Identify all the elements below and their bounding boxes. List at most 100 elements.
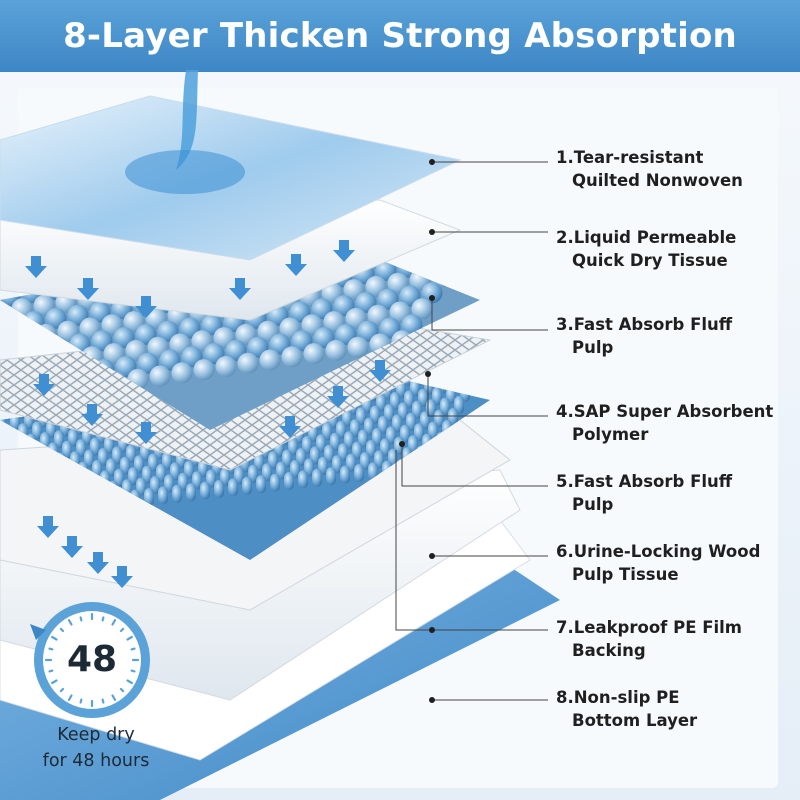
down-arrow-icon [37, 516, 59, 538]
layer-label-2-line2: Quick Dry Tissue [572, 251, 728, 270]
sap-cell [0, 414, 6, 433]
bead [193, 359, 215, 381]
bead [35, 323, 57, 345]
bead [325, 339, 347, 361]
down-arrow-icon [81, 404, 103, 426]
sap-cell [452, 373, 462, 392]
layer-label-4-line2: Polymer [572, 425, 649, 444]
layer-label-3: 3.Fast Absorb Fluff Pulp [556, 313, 786, 359]
leader-line-4 [427, 374, 548, 417]
dial-tick [119, 687, 125, 693]
down-arrow-icon [25, 256, 47, 278]
bead [281, 346, 303, 368]
sap-cell [490, 324, 500, 342]
sap-cell [144, 488, 154, 506]
layer-label-5-line2: Pulp [572, 495, 614, 514]
dial-tick [111, 694, 117, 701]
leader-line-7 [395, 450, 548, 631]
bead [0, 330, 13, 352]
sap-cell [242, 476, 252, 495]
dial-tick [126, 679, 133, 685]
sap-cell [368, 462, 378, 481]
bead [215, 355, 237, 377]
layer-label-3-line2: Pulp [572, 338, 614, 357]
down-arrow-icon [327, 386, 349, 408]
bead [0, 317, 1, 339]
sap-cell [172, 484, 182, 503]
leader-dot-5 [399, 441, 405, 447]
clock-dial-icon [44, 612, 140, 708]
layer-label-6-line1: 6.Urine-Locking Wood [556, 542, 761, 561]
down-arrow-icon [111, 566, 133, 588]
dial-tick [119, 627, 125, 633]
leader-dot-2 [429, 229, 435, 235]
layer-label-3-line1: 3.Fast Absorb Fluff [556, 315, 733, 334]
title-banner [0, 0, 800, 72]
badge-number: 48 [66, 639, 118, 680]
bead [401, 314, 423, 336]
down-arrow-icon [333, 240, 355, 262]
layer-label-6-line2: Pulp Tissue [572, 565, 679, 584]
dial-tick [126, 635, 133, 641]
sap-cell [18, 423, 28, 442]
down-arrow-icon [33, 374, 55, 396]
bead [462, 218, 483, 239]
dial-tick [48, 647, 54, 651]
down-arrow-icon [369, 360, 391, 382]
layer-label-2: 2.Liquid Permeable Quick Dry Tissue [556, 226, 786, 272]
dial-tick [48, 669, 54, 673]
sap-cell [228, 478, 238, 497]
sap-cell [256, 475, 266, 494]
leader-line-3 [431, 298, 548, 331]
sap-cell [186, 483, 196, 502]
water-stream [176, 70, 198, 170]
flow-arrows [25, 240, 391, 588]
keep-dry-caption: Keep dry for 48 hours [22, 722, 170, 774]
dial-tick [51, 679, 58, 685]
layer-label-8: 8.Non-slip PE Bottom Layer [556, 686, 786, 732]
dial-tick [79, 698, 83, 704]
dial-tick [67, 619, 73, 626]
sap-cell [472, 370, 482, 378]
bead [23, 311, 45, 333]
leader-dot-1 [429, 159, 435, 165]
layer-label-5-line1: 5.Fast Absorb Fluff [556, 472, 733, 491]
sap-cell [200, 481, 210, 500]
down-arrow-icon [77, 278, 99, 300]
bead [237, 352, 259, 374]
down-arrow-icon [279, 416, 301, 438]
leader-dot-3 [429, 295, 435, 301]
bead [171, 362, 193, 384]
bead [450, 206, 471, 227]
keep-dry-line-1: Keep dry [57, 725, 135, 745]
leader-dot-6 [429, 553, 435, 559]
badge-arrow-icon [30, 624, 46, 640]
bead [149, 365, 171, 387]
bead [411, 298, 433, 320]
dial-tick [67, 694, 73, 701]
layer-label-5: 5.Fast Absorb Fluff Pulp [556, 470, 786, 516]
layer-label-1-line1: 1.Tear-resistant [556, 148, 704, 167]
leader-dot-4 [425, 371, 431, 377]
layer-label-7-line2: Backing [572, 641, 646, 660]
sap-cell [478, 348, 488, 366]
bead [441, 250, 463, 272]
down-arrow-icon [285, 254, 307, 276]
sap-cell [484, 336, 494, 354]
dial-tick [79, 616, 83, 622]
leader-line-5 [401, 444, 548, 487]
down-arrow-icon [61, 536, 83, 558]
dial-tick [130, 669, 136, 673]
bead [259, 349, 281, 371]
layer-label-1: 1.Tear-resistant Quilted Nonwoven [556, 146, 786, 192]
bead [347, 336, 369, 358]
dial-tick [130, 647, 136, 651]
layer-label-4: 4.SAP Super Absorbent Polymer [556, 400, 786, 446]
sap-cell [444, 370, 454, 382]
bead [421, 282, 443, 304]
layer-label-1-line2: Quilted Nonwoven [572, 171, 743, 190]
down-arrow-icon [87, 552, 109, 574]
down-arrow-icon [229, 278, 251, 300]
badge-face [43, 611, 141, 709]
